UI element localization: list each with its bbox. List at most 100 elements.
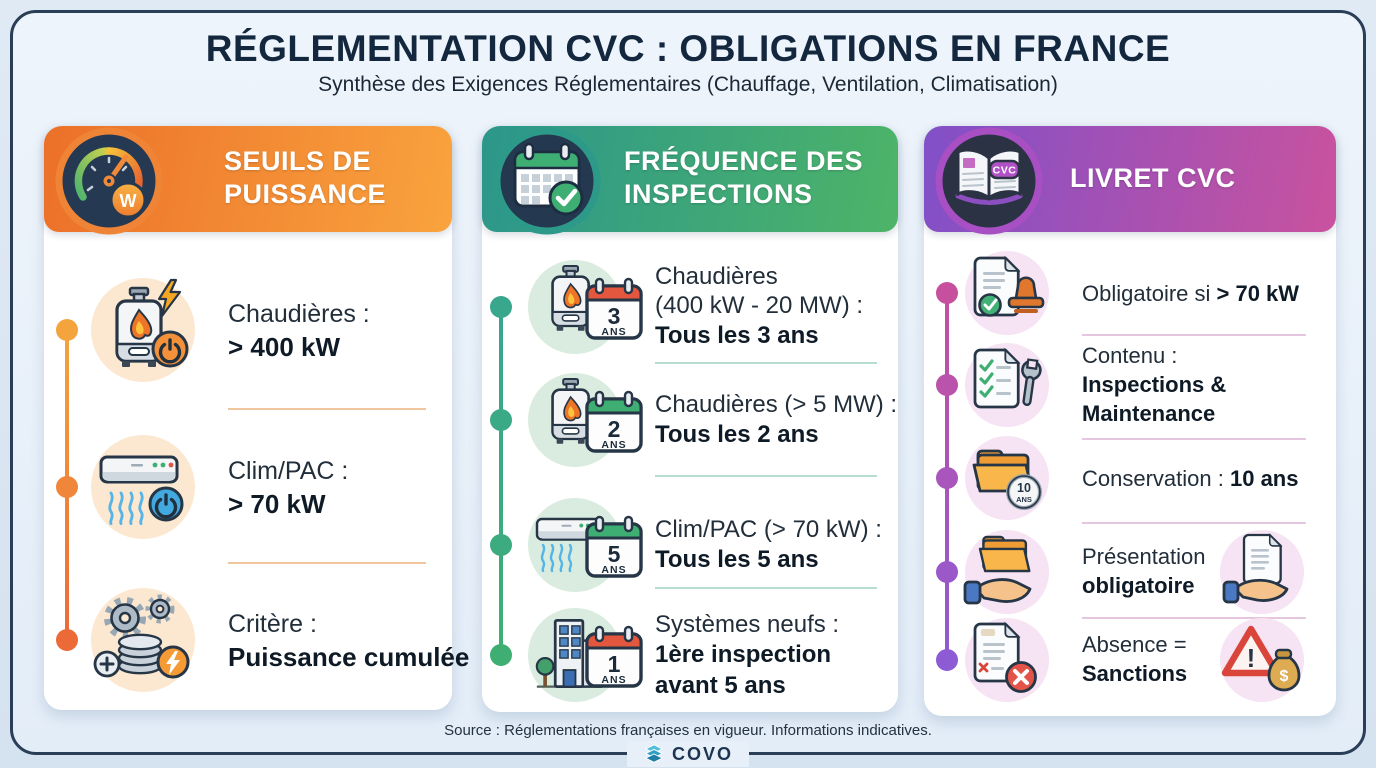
building-calendar-icon: 1 ANS bbox=[528, 608, 643, 702]
item-label: Chaudières : bbox=[228, 300, 370, 328]
column-title: FRÉQUENCE DES INSPECTIONS bbox=[624, 146, 864, 209]
item-value: Tous les 3 ans bbox=[655, 322, 819, 349]
timeline-dot bbox=[490, 296, 512, 318]
column-title: LIVRET CVC bbox=[1070, 163, 1236, 193]
item-label: Absence = bbox=[1082, 632, 1187, 657]
brand-logo: COVO bbox=[626, 741, 750, 767]
item-label: Contenu : bbox=[1082, 343, 1178, 368]
separator bbox=[228, 408, 426, 410]
watt-badge: W bbox=[120, 191, 137, 211]
air-conditioner-icon bbox=[91, 435, 195, 539]
list-item-text: Présentation obligatoire bbox=[1082, 542, 1247, 600]
item-value: > 400 kW bbox=[228, 332, 341, 362]
calendar-unit: ANS bbox=[601, 439, 626, 451]
separator bbox=[655, 587, 877, 589]
timeline-dot bbox=[936, 649, 958, 671]
timeline-dot bbox=[490, 644, 512, 666]
separator bbox=[655, 362, 877, 364]
item-value: Tous les 2 ans bbox=[655, 421, 819, 448]
brand-name: COVO bbox=[671, 743, 734, 764]
timeline-dot bbox=[936, 282, 958, 304]
stamped-document-icon bbox=[965, 251, 1049, 335]
timeline-dot bbox=[936, 467, 958, 489]
boiler-calendar-icon: 3 ANS bbox=[528, 260, 643, 354]
folder-clock-icon: 10 ANS bbox=[965, 436, 1049, 520]
ac-calendar-icon: 5 ANS bbox=[528, 498, 643, 592]
boiler-calendar-icon: 2 ANS bbox=[528, 373, 643, 467]
calendar-number: 5 bbox=[608, 541, 621, 567]
boiler-power-icon bbox=[91, 278, 195, 382]
item-value: Maintenance bbox=[1082, 401, 1216, 426]
calendar-number: 2 bbox=[608, 416, 621, 442]
item-label: Chaudières bbox=[655, 263, 778, 290]
timeline-dot bbox=[490, 409, 512, 431]
source-note: Source : Réglementations françaises en v… bbox=[444, 722, 932, 739]
item-label: Chaudières (> 5 MW) : bbox=[655, 391, 898, 418]
separator bbox=[1082, 438, 1306, 440]
dollar-sign: $ bbox=[1280, 668, 1289, 685]
separator bbox=[1082, 522, 1306, 524]
open-book-icon: CVC bbox=[935, 127, 1043, 235]
list-item-text: Contenu : Inspections & Maintenance bbox=[1082, 341, 1312, 428]
list-item-text: Absence = Sanctions bbox=[1082, 630, 1247, 688]
separator bbox=[655, 475, 877, 477]
item-value: Puissance cumulée bbox=[228, 642, 470, 672]
separator bbox=[1082, 617, 1306, 619]
calendar-unit: ANS bbox=[601, 326, 626, 338]
power-gauge-icon: W bbox=[55, 127, 163, 235]
gears-coins-icon bbox=[91, 588, 195, 692]
separator bbox=[1082, 334, 1306, 336]
warning-money-icon: ! $ bbox=[1220, 618, 1304, 702]
item-label: Conservation : bbox=[1082, 466, 1224, 491]
list-item-text: Chaudières (> 5 MW) : Tous les 2 ans bbox=[655, 390, 897, 450]
list-item-text: Systèmes neufs : 1ère inspection avant 5… bbox=[655, 610, 897, 701]
calendar-number: 3 bbox=[608, 303, 621, 329]
calendar-unit: ANS bbox=[601, 674, 626, 686]
timeline-dot bbox=[56, 476, 78, 498]
page-title: RÉGLEMENTATION CVC : OBLIGATIONS EN FRAN… bbox=[205, 28, 1171, 69]
item-label: Clim/PAC (> 70 kW) : bbox=[655, 516, 882, 543]
timeline-dot bbox=[936, 374, 958, 396]
cvc-badge: CVC bbox=[993, 165, 1017, 177]
item-label: Clim/PAC : bbox=[228, 457, 349, 485]
list-item-text: Critère : Puissance cumulée bbox=[228, 608, 470, 674]
warning-exclamation: ! bbox=[1247, 643, 1256, 673]
item-value: 10 ans bbox=[1229, 466, 1299, 491]
item-label: Présentation bbox=[1082, 544, 1206, 569]
list-item-text: Clim/PAC (> 70 kW) : Tous les 5 ans bbox=[655, 515, 897, 575]
calendar-unit: ANS bbox=[601, 564, 626, 576]
separator bbox=[228, 562, 426, 564]
list-item-text: Conservation : 10 ans bbox=[1082, 464, 1327, 493]
timeline-dot bbox=[490, 534, 512, 556]
item-value: Inspections & bbox=[1082, 372, 1227, 397]
timeline-dot bbox=[56, 319, 78, 341]
list-item-text: Chaudières : > 400 kW bbox=[228, 298, 448, 364]
hand-document-icon bbox=[1220, 530, 1304, 614]
item-value: Sanctions bbox=[1082, 661, 1188, 686]
column-title: SEUILS DE PUISSANCE bbox=[224, 146, 387, 209]
checklist-wrench-icon bbox=[965, 343, 1049, 427]
item-label: (400 kW - 20 MW) : bbox=[655, 292, 864, 319]
list-item-text: Chaudières (400 kW - 20 MW) : Tous les 3… bbox=[655, 262, 897, 351]
clock-number: 10 bbox=[1017, 481, 1031, 495]
item-value: 1ère inspection bbox=[655, 641, 832, 668]
rejected-document-icon bbox=[965, 618, 1049, 702]
covo-layers-icon bbox=[644, 744, 664, 763]
list-item-text: Obligatoire si > 70 kW bbox=[1082, 279, 1327, 308]
calendar-number: 1 bbox=[608, 651, 621, 677]
item-label: Systèmes neufs : bbox=[655, 611, 840, 638]
timeline-inspections bbox=[499, 307, 503, 655]
item-label: Obligatoire si bbox=[1082, 281, 1211, 306]
item-value: avant 5 ans bbox=[655, 672, 786, 699]
timeline-dot bbox=[936, 561, 958, 583]
item-value: obligatoire bbox=[1082, 573, 1195, 598]
page-subtitle: Synthèse des Exigences Réglementaires (C… bbox=[318, 73, 1058, 96]
timeline-dot bbox=[56, 629, 78, 651]
item-value: Tous les 5 ans bbox=[655, 546, 819, 573]
list-item-text: Clim/PAC : > 70 kW bbox=[228, 455, 448, 521]
item-value: > 70 kW bbox=[228, 489, 326, 519]
calendar-check-icon bbox=[493, 127, 601, 235]
item-value: > 70 kW bbox=[1216, 281, 1300, 306]
clock-unit: ANS bbox=[1016, 495, 1032, 504]
